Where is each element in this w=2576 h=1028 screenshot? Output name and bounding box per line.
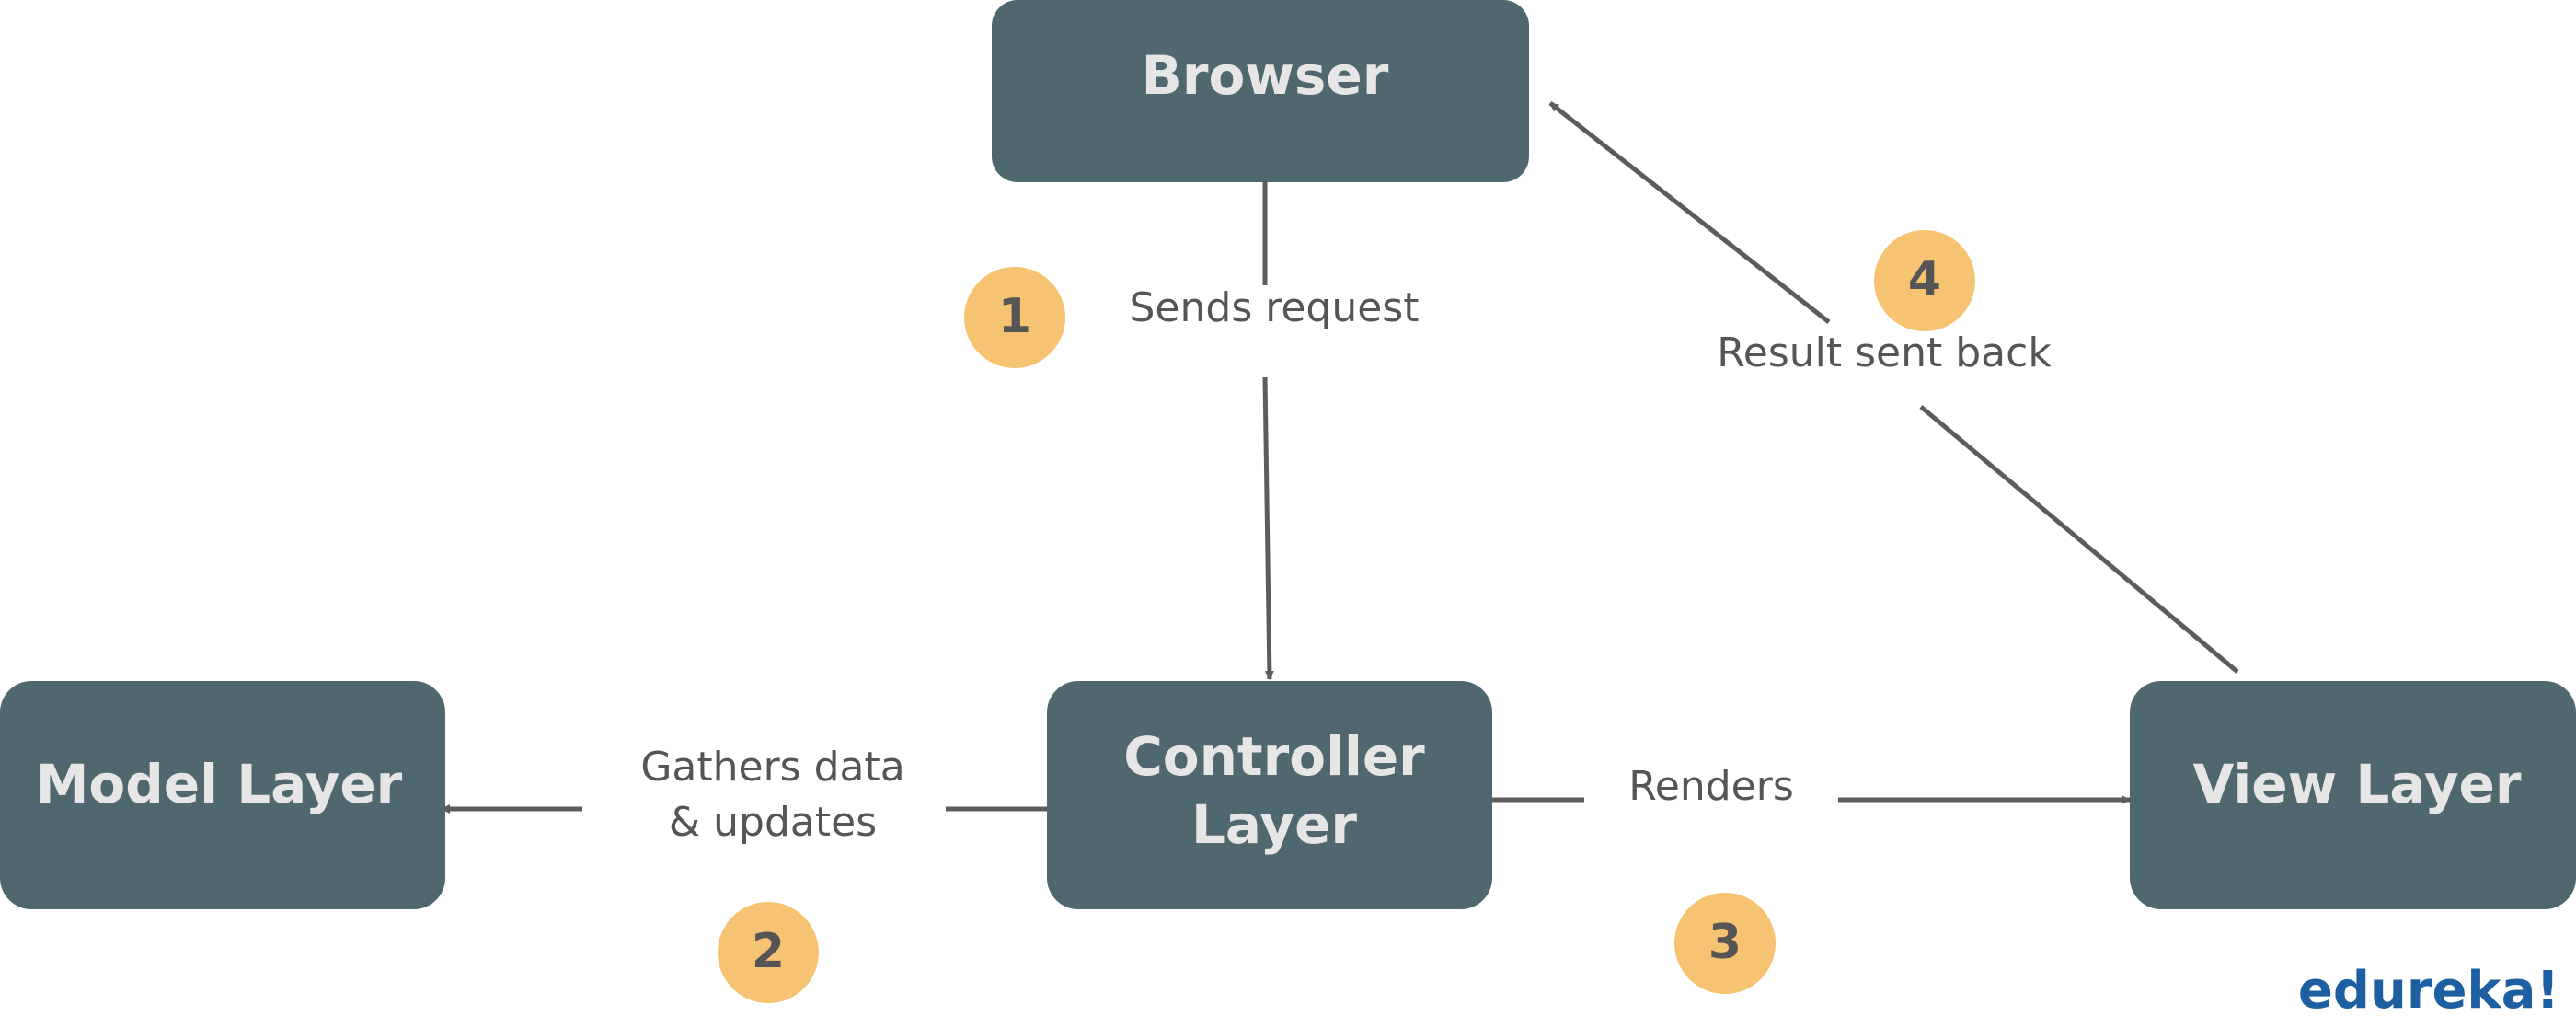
step-badge-4: 4 [1874, 230, 1975, 331]
step-badge-1-circle [964, 267, 1065, 368]
node-browser-box [992, 0, 1529, 182]
node-controller-layer: Controller Layer [1047, 681, 1492, 909]
edge-gathers-label-line2: & updates [669, 799, 877, 846]
node-browser: Browser [992, 0, 1529, 182]
node-controller-box [1047, 681, 1492, 909]
edureka-logo: edureka! [2297, 961, 2559, 1021]
step-badge-4-circle [1874, 230, 1975, 331]
step-badge-3: 3 [1674, 893, 1776, 994]
edge-result [1548, 101, 2239, 674]
step-badge-2: 2 [718, 902, 819, 1003]
step-badge-3-circle [1674, 893, 1776, 994]
node-view-layer: View Layer [2130, 681, 2576, 909]
node-model-box [0, 681, 445, 909]
step-badge-2-number: 2 [752, 924, 785, 979]
node-view-box [2130, 681, 2576, 909]
edge-sends-request-line-bottom [1262, 376, 1274, 680]
edge-result-label: Result sent back [1717, 329, 2052, 376]
node-browser-label: Browser [1142, 44, 1389, 107]
edge-result-line-upper [1548, 101, 1831, 324]
node-controller-label-line1: Controller [1123, 725, 1425, 788]
edge-gathers-label-line1: Gathers data [640, 744, 904, 791]
node-model-layer: Model Layer [0, 681, 445, 909]
step-badge-4-number: 4 [1908, 252, 1941, 307]
edge-result-line-lower [1919, 405, 2239, 674]
node-model-label: Model Layer [36, 753, 403, 815]
node-view-label: View Layer [2193, 753, 2522, 815]
step-badge-3-number: 3 [1708, 915, 1742, 970]
edge-sends-request-label: Sends request [1130, 284, 1420, 331]
edge-renders-label: Renders [1628, 763, 1794, 810]
edge-sends-request [1262, 180, 1274, 680]
step-badge-1-number: 1 [998, 289, 1031, 344]
node-controller-label-line2: Layer [1191, 793, 1357, 856]
step-badge-1: 1 [964, 267, 1065, 368]
step-badge-2-circle [718, 902, 819, 1003]
